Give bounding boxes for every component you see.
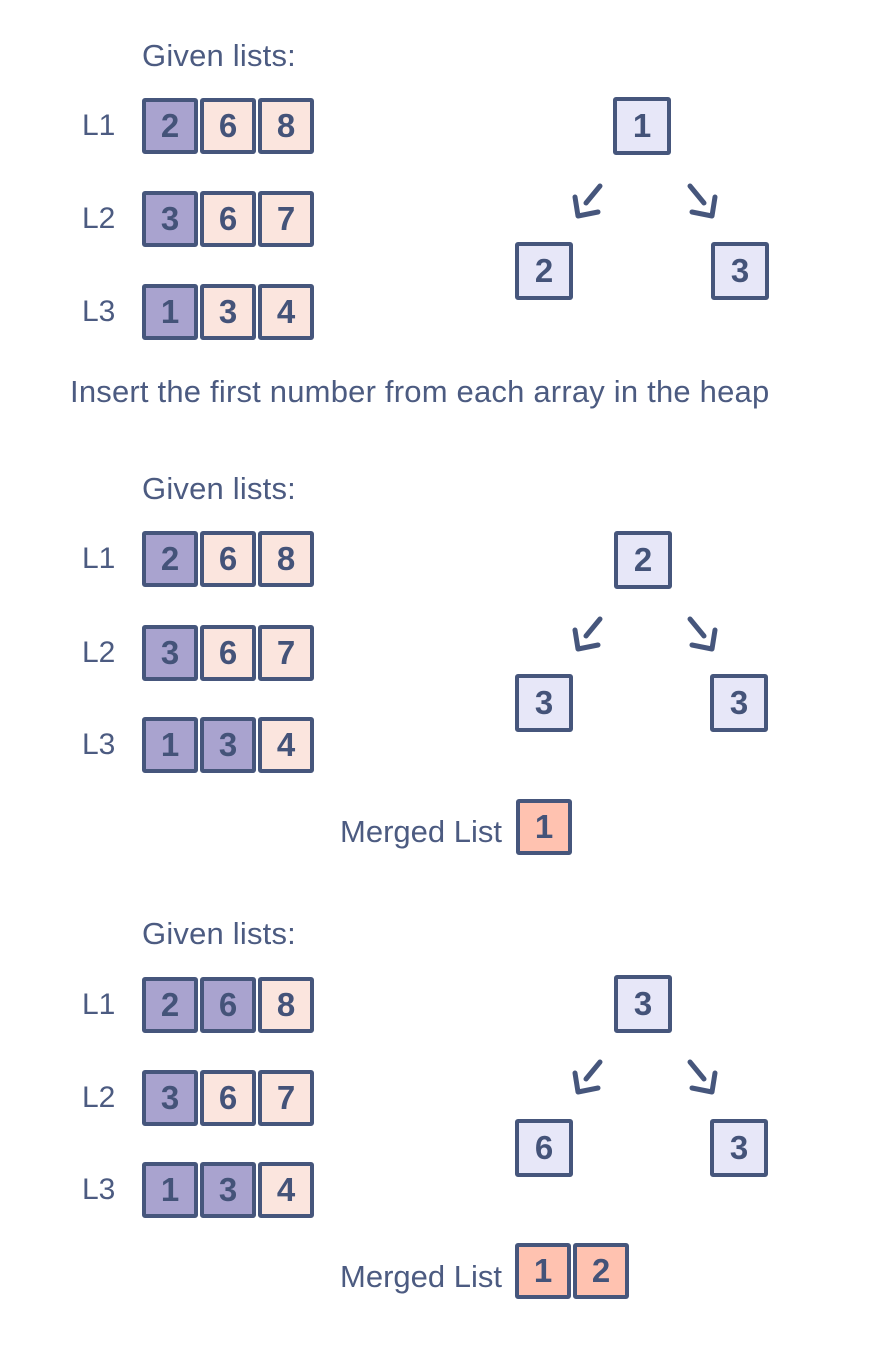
list-label: L2	[82, 202, 116, 235]
given-lists-title: Given lists:	[142, 471, 296, 506]
list-cell: 4	[258, 284, 314, 340]
list-cell: 3	[142, 191, 198, 247]
heap-left-node: 2	[515, 242, 573, 300]
list-cell: 7	[258, 1070, 314, 1126]
list-cell: 1	[142, 717, 198, 773]
list-cell: 6	[200, 191, 256, 247]
list-label: L1	[82, 988, 116, 1021]
list-cell: 8	[258, 531, 314, 587]
merged-list-label: Merged List	[340, 814, 502, 849]
list-cell: 6	[200, 531, 256, 587]
list-cell: 1	[142, 284, 198, 340]
list-row-l1: L1 2 6 8	[78, 973, 316, 1037]
list-cell: 6	[200, 625, 256, 681]
arrow-down-left-icon	[572, 1059, 603, 1095]
list-cell: 1	[142, 1162, 198, 1218]
list-cell: 3	[200, 1162, 256, 1218]
given-lists-title: Given lists:	[142, 916, 296, 951]
list-row-l2: L2 3 6 7	[78, 621, 316, 685]
heap-right-node: 3	[711, 242, 769, 300]
list-cell: 2	[142, 977, 198, 1033]
list-label: L2	[82, 636, 116, 669]
merged-list-cell: 1	[515, 1243, 571, 1299]
list-cell: 7	[258, 625, 314, 681]
merged-list-cell: 2	[573, 1243, 629, 1299]
arrow-down-right-icon	[687, 183, 718, 219]
list-cell: 3	[142, 1070, 198, 1126]
list-cell: 4	[258, 1162, 314, 1218]
arrow-down-left-icon	[572, 183, 603, 219]
step-caption: Insert the first number from each array …	[70, 374, 770, 409]
list-label: L3	[82, 728, 116, 761]
heap-left-node: 3	[515, 674, 573, 732]
list-label: L3	[82, 1173, 116, 1206]
heap-root-node: 1	[613, 97, 671, 155]
heap-root-node: 2	[614, 531, 672, 589]
list-row-l2: L2 3 6 7	[78, 1066, 316, 1130]
list-label: L1	[82, 542, 116, 575]
list-row-l1: L1 2 6 8	[78, 94, 316, 158]
list-label: L3	[82, 295, 116, 328]
list-cell: 2	[142, 98, 198, 154]
list-row-l3: L3 1 3 4	[78, 280, 316, 344]
list-label: L1	[82, 109, 116, 142]
merged-list-label: Merged List	[340, 1259, 502, 1294]
arrow-down-left-icon	[572, 616, 603, 652]
heap-left-node: 6	[515, 1119, 573, 1177]
list-cell: 3	[200, 284, 256, 340]
list-label: L2	[82, 1081, 116, 1114]
arrow-down-right-icon	[687, 616, 718, 652]
merged-list-cell: 1	[516, 799, 572, 855]
merged-list: 1 2	[515, 1243, 631, 1299]
list-cell: 2	[142, 531, 198, 587]
list-cell: 3	[200, 717, 256, 773]
list-cell: 6	[200, 98, 256, 154]
list-cell: 8	[258, 977, 314, 1033]
list-row-l3: L3 1 3 4	[78, 1158, 316, 1222]
list-row-l1: L1 2 6 8	[78, 527, 316, 591]
list-cell: 7	[258, 191, 314, 247]
merged-list: 1	[516, 799, 574, 855]
heap-right-node: 3	[710, 674, 768, 732]
given-lists-title: Given lists:	[142, 38, 296, 73]
list-cell: 6	[200, 977, 256, 1033]
heap-root-node: 3	[614, 975, 672, 1033]
arrow-down-right-icon	[687, 1059, 718, 1095]
list-cell: 8	[258, 98, 314, 154]
list-cell: 3	[142, 625, 198, 681]
heap-right-node: 3	[710, 1119, 768, 1177]
list-cell: 4	[258, 717, 314, 773]
list-row-l3: L3 1 3 4	[78, 713, 316, 777]
list-cell: 6	[200, 1070, 256, 1126]
list-row-l2: L2 3 6 7	[78, 187, 316, 251]
